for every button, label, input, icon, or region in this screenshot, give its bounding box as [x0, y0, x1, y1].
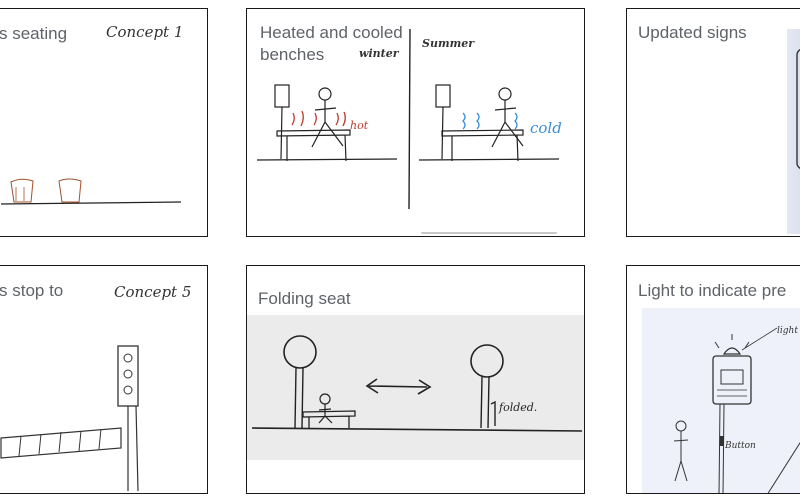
card-title: Folding seat	[258, 289, 351, 308]
concept-note: Concept 5	[114, 283, 192, 301]
button-label: Button	[725, 441, 756, 451]
cold-label: cold	[530, 119, 562, 137]
traffic-light-sketch	[0, 345, 139, 492]
card-title: Light to indicate pre	[638, 281, 787, 300]
seating-sketch	[0, 178, 182, 205]
hot-label: hot	[350, 119, 369, 132]
card-updated-signs[interactable]: Updated signs	[626, 8, 800, 237]
benches-sketch	[256, 28, 560, 210]
card-title: s seating	[0, 24, 68, 43]
card-title: Heated and cooled benches	[260, 23, 403, 64]
light-sketch-photo	[642, 308, 800, 493]
card-folding-seat[interactable]: Folding seat folded.	[246, 265, 585, 494]
card-heated-cooled-benches[interactable]: Heated and cooled benches winter Summer …	[246, 8, 585, 237]
summer-note: Summer	[422, 37, 475, 50]
light-sign-sketch	[673, 327, 800, 493]
winter-note: winter	[359, 47, 399, 60]
sign-sketch	[796, 49, 800, 169]
concept-note: Concept 1	[106, 23, 184, 41]
folding-seat-sketch	[251, 335, 583, 432]
card-light-indicator[interactable]: Light to indicate pre light Button	[626, 265, 800, 494]
card-title: Updated signs	[638, 23, 747, 42]
light-label: light	[777, 326, 798, 336]
card-seating[interactable]: s seating Concept 1	[0, 8, 208, 237]
card-title: s stop to	[0, 281, 64, 300]
folded-label: folded.	[499, 401, 538, 414]
scrollbar[interactable]	[421, 232, 557, 234]
card-bus-stop[interactable]: s stop to Concept 5	[0, 265, 208, 494]
